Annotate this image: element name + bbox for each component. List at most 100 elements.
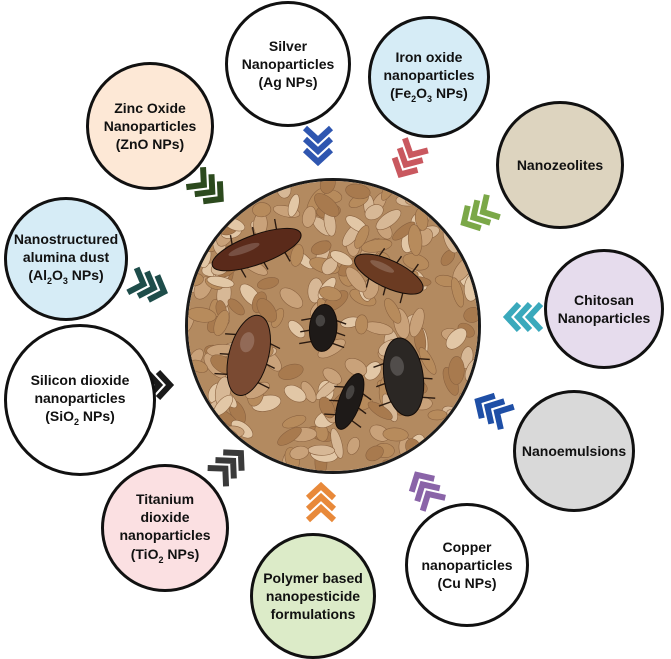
node-label-line: Silver <box>268 37 308 54</box>
beetle <box>324 373 372 430</box>
grain <box>289 445 309 460</box>
node-label-line: (Fe2O3 NPs) <box>390 85 468 105</box>
node-label-line: Zinc Oxide <box>114 99 186 116</box>
grain <box>319 181 336 194</box>
chevron <box>207 464 230 487</box>
grain <box>330 428 344 459</box>
grain <box>448 356 465 385</box>
node-label-line: nanoparticles <box>421 556 513 573</box>
chevron <box>513 301 533 333</box>
node-label-line: nanoparticles <box>383 67 475 84</box>
grain <box>365 445 384 462</box>
grain <box>287 193 300 218</box>
grain <box>463 307 478 323</box>
chevron <box>502 301 522 333</box>
grain <box>277 426 302 446</box>
grain <box>284 384 307 403</box>
chevron <box>469 199 492 226</box>
grain <box>330 250 353 266</box>
chevron <box>126 266 148 296</box>
chevron <box>215 457 237 479</box>
node-label-line: Nanoemulsions <box>521 442 627 459</box>
grain <box>384 298 402 324</box>
node-label-line: (Al2O3 NPs) <box>28 267 104 287</box>
beetle <box>299 304 347 352</box>
node-label-line: alumina dust <box>22 249 110 266</box>
chevron <box>305 481 337 501</box>
chevron-arrow-zinc-oxide <box>185 167 224 205</box>
chevron-arrow-alumina <box>126 266 168 303</box>
node-label-line: formulations <box>270 606 356 623</box>
grain <box>307 444 335 456</box>
node-label-line: (ZnO NPs) <box>115 136 185 153</box>
chevron <box>479 194 501 221</box>
node-label: Nanozeolites <box>507 156 613 174</box>
chevron <box>408 471 435 493</box>
grain <box>375 209 402 231</box>
chevron <box>493 403 515 430</box>
grain <box>290 244 304 267</box>
chevron <box>305 503 337 523</box>
chevron <box>223 449 245 471</box>
node-label-line: Nanoparticles <box>557 310 651 326</box>
grain <box>314 193 340 217</box>
node-label-line: Nanozeolites <box>516 156 604 173</box>
beetle <box>214 314 281 396</box>
chevron <box>474 392 496 419</box>
chevron <box>202 181 224 205</box>
chevron <box>524 301 544 333</box>
node-label-line: Nanoparticles <box>103 117 197 134</box>
node-label-line: Titanium <box>135 490 195 507</box>
node-label-line: dioxide <box>140 509 190 526</box>
grain <box>227 298 245 316</box>
chevron <box>402 137 429 159</box>
grain <box>392 221 416 241</box>
chevron-arrow-iron-oxide <box>391 137 429 178</box>
node-nanoemulsions: Nanoemulsions <box>513 390 635 512</box>
beetle <box>354 247 424 304</box>
node-label-line: Silicon dioxide <box>30 372 130 389</box>
chevron <box>391 156 419 178</box>
grain <box>345 266 367 293</box>
node-label: Nanoemulsions <box>512 442 636 460</box>
chevron <box>147 274 168 303</box>
grain <box>346 437 360 455</box>
chevron <box>483 398 506 425</box>
chevron-arrow-nanozeolites <box>460 194 501 232</box>
beetle <box>211 218 302 278</box>
grain <box>206 275 235 288</box>
node-label-line: Iron oxide <box>395 49 463 66</box>
grain <box>282 415 307 429</box>
chevron-arrow-polymer <box>305 481 337 523</box>
grain <box>364 204 384 221</box>
grain <box>451 277 464 308</box>
grain <box>322 367 342 385</box>
chevron-arrow-silver <box>302 125 334 167</box>
center-image-insects-on-grain <box>185 178 481 474</box>
grain <box>445 327 467 350</box>
grain <box>382 427 409 442</box>
grain <box>302 206 317 228</box>
chevron <box>302 147 334 167</box>
chevron <box>136 270 158 299</box>
node-label-line: (Ag NPs) <box>258 74 318 91</box>
chevron <box>414 480 441 503</box>
grain <box>252 202 272 218</box>
grain <box>257 277 280 290</box>
stored-grain-pests-illustration <box>188 181 478 471</box>
grain <box>407 224 423 256</box>
node-nanozeolites: Nanozeolites <box>496 101 624 229</box>
